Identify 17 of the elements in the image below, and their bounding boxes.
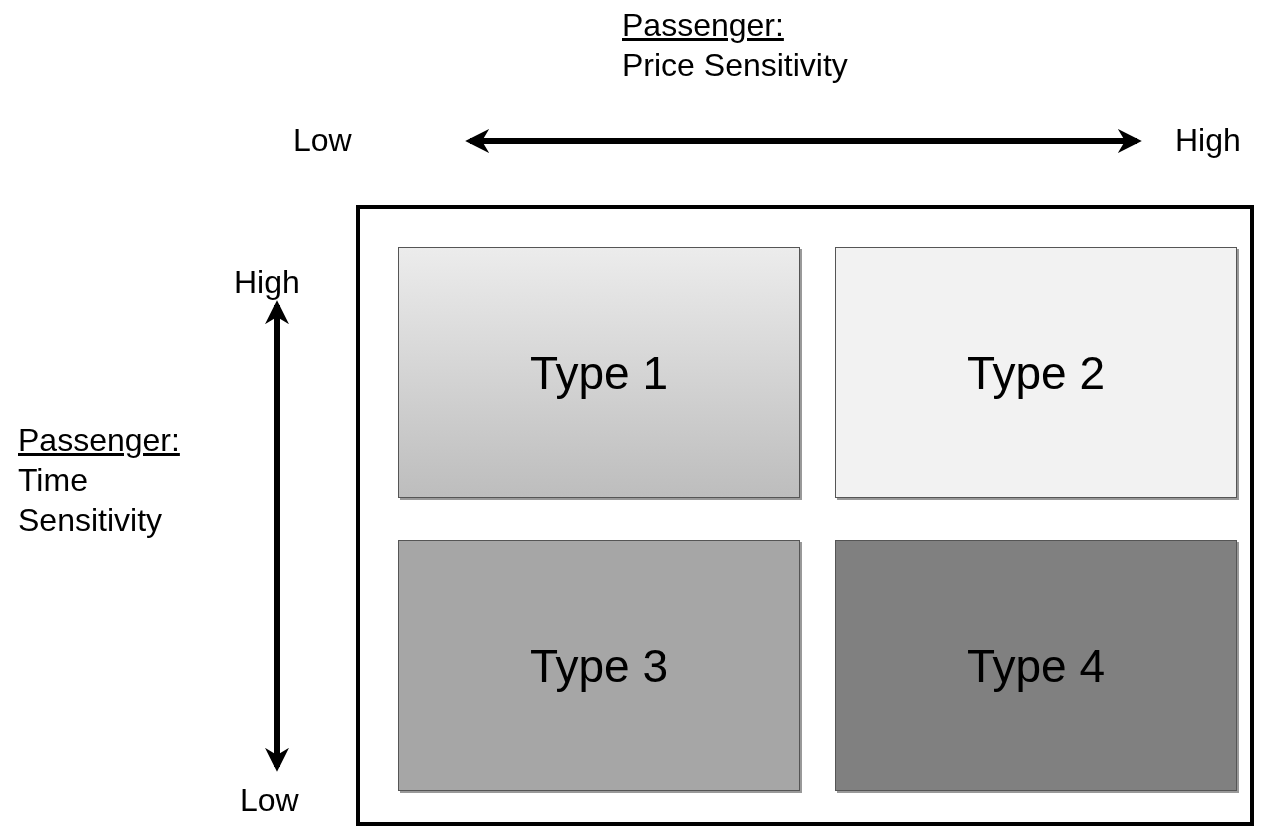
quadrant-label: Type 1 — [529, 345, 669, 400]
quadrant-label: Type 3 — [529, 638, 669, 693]
axis-label: Price Sensitivity — [622, 46, 848, 85]
quadrant-box — [835, 247, 1237, 498]
axis-label: Low — [240, 781, 299, 820]
axis-title: Passenger: — [622, 6, 784, 45]
axis-title: Time Sensitivity — [18, 461, 164, 540]
matrix-frame — [356, 205, 1254, 826]
quadrant-label: Type 4 — [966, 638, 1106, 693]
axis-label: High — [234, 263, 300, 302]
quadrant-box — [398, 540, 800, 791]
quadrant-box — [835, 540, 1237, 791]
axis-label: High — [1175, 121, 1241, 160]
axis-title: Passenger: — [18, 421, 180, 460]
axis-label: Low — [293, 121, 352, 160]
quadrant-label: Type 2 — [966, 345, 1106, 400]
quadrant-box — [398, 247, 800, 498]
